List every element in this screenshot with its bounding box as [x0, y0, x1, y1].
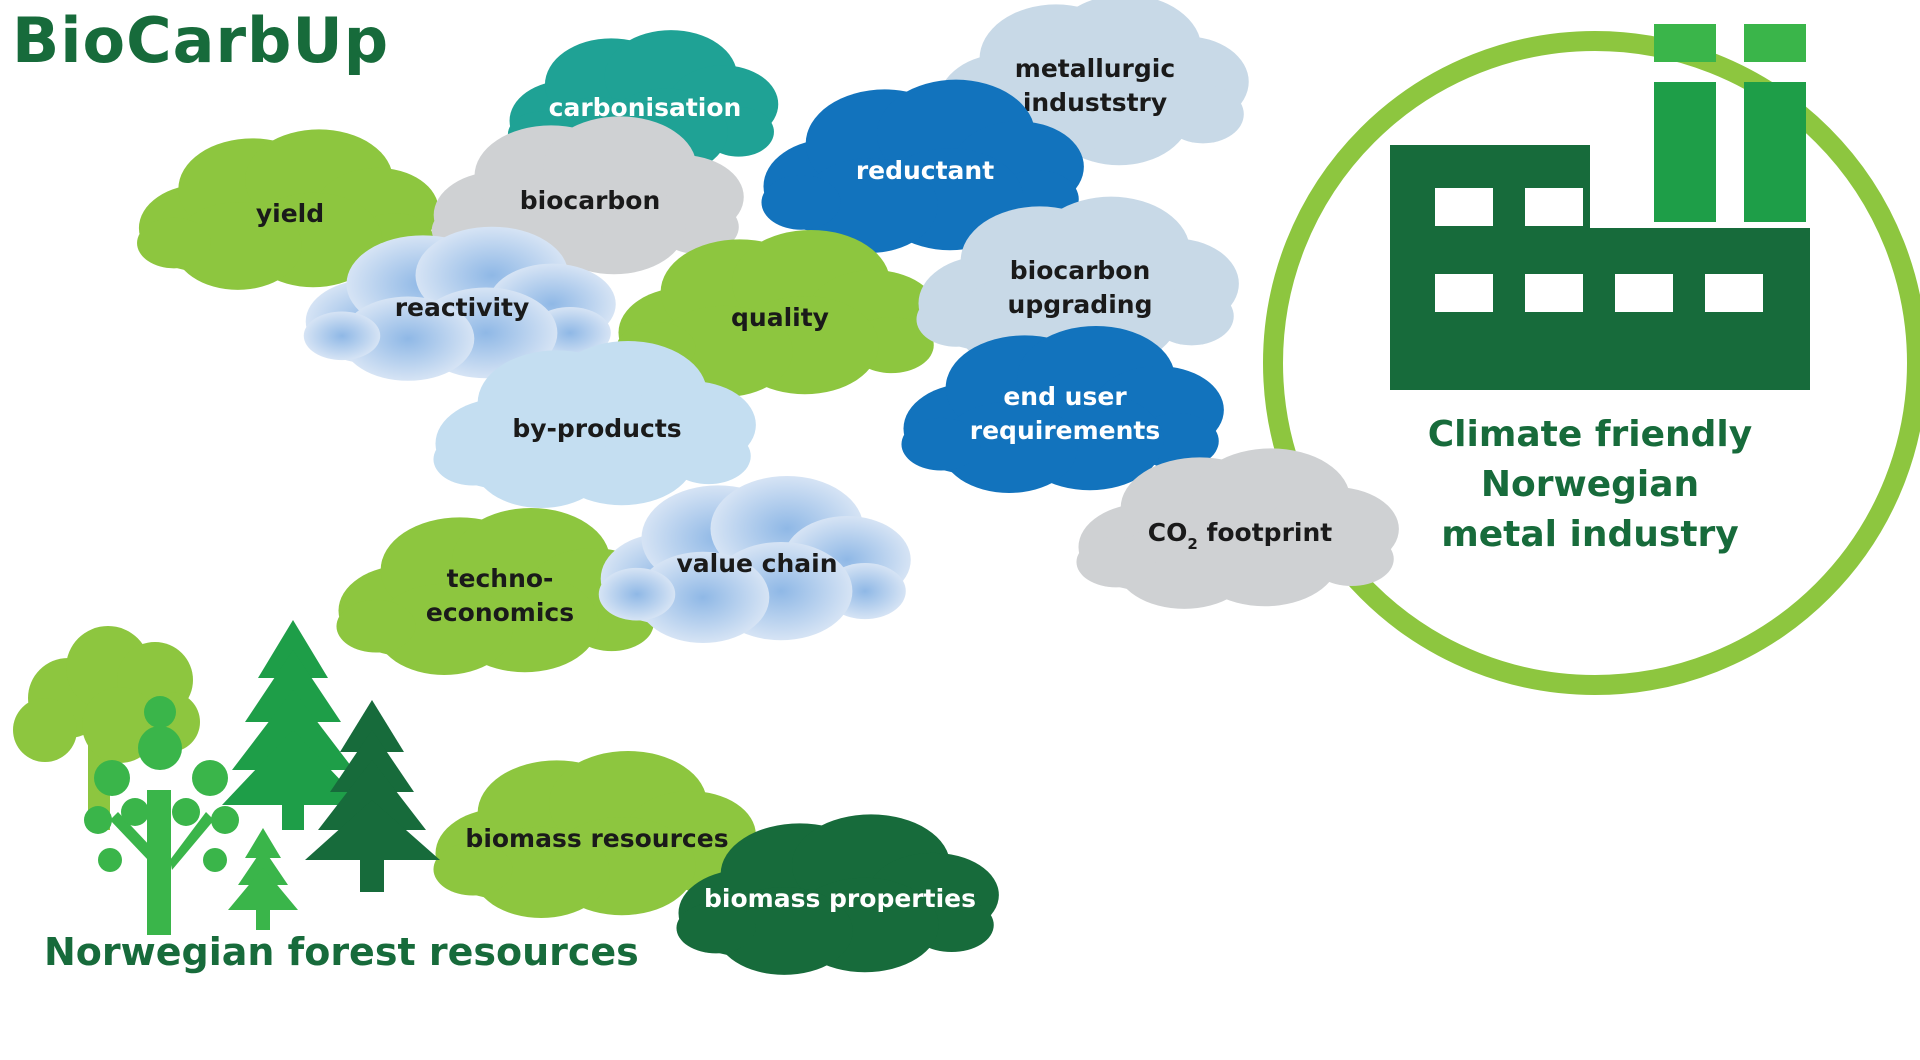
small-spruce-tree-icon — [228, 828, 298, 930]
forest-illustration — [13, 620, 440, 935]
cloud-biomass-properties: biomass properties — [676, 814, 999, 975]
industry-label-line-3: metal industry — [1441, 514, 1739, 555]
cloud-reductant: reductant — [761, 79, 1084, 254]
cloud-label-carbonisation: carbonisation — [549, 93, 742, 122]
dark-spruce-tree-icon — [305, 700, 440, 892]
cloud-biomass-resources: biomass resources — [433, 751, 756, 918]
industry-label-line-1: Climate friendly — [1427, 414, 1753, 455]
cloud-label-by-products: by-products — [512, 414, 681, 443]
spruce-tree-icon — [222, 620, 364, 830]
industry-label-line-2: Norwegian — [1480, 464, 1700, 505]
forest-resources-label: Norwegian forest resources — [44, 930, 639, 974]
cloud-label-reactivity: reactivity — [395, 293, 530, 322]
cloud-techno-economics: techno-economics — [336, 508, 659, 675]
cloud-label-yield: yield — [256, 199, 324, 228]
cloud-by-products: by-products — [433, 341, 756, 508]
cloud-label-techno-economics: techno-economics — [426, 564, 574, 627]
cloud-label-co2-footprint: CO2 footprint — [1148, 518, 1333, 553]
cloud-label-biomass-resources: biomass resources — [465, 824, 728, 853]
cloud-label-biocarbon: biocarbon — [520, 186, 661, 215]
round-tree-icon — [84, 696, 239, 935]
cloud-co2-footprint: CO2 footprint — [1076, 448, 1399, 609]
factory-icon — [1390, 24, 1810, 390]
cloud-label-reductant: reductant — [856, 156, 994, 185]
industry-ring — [1263, 31, 1920, 695]
industry-label: Climate friendly Norwegian metal industr… — [1390, 410, 1790, 560]
deciduous-tree-icon — [13, 626, 200, 830]
cloud-label-biomass-properties: biomass properties — [704, 884, 976, 913]
cloud-value-chain: value chain — [598, 476, 911, 643]
cloud-label-value-chain: value chain — [676, 549, 837, 578]
cloud-reactivity: reactivity — [303, 226, 616, 381]
diagram-title: BioCarbUp — [12, 4, 390, 77]
cloud-label-quality: quality — [731, 303, 829, 332]
